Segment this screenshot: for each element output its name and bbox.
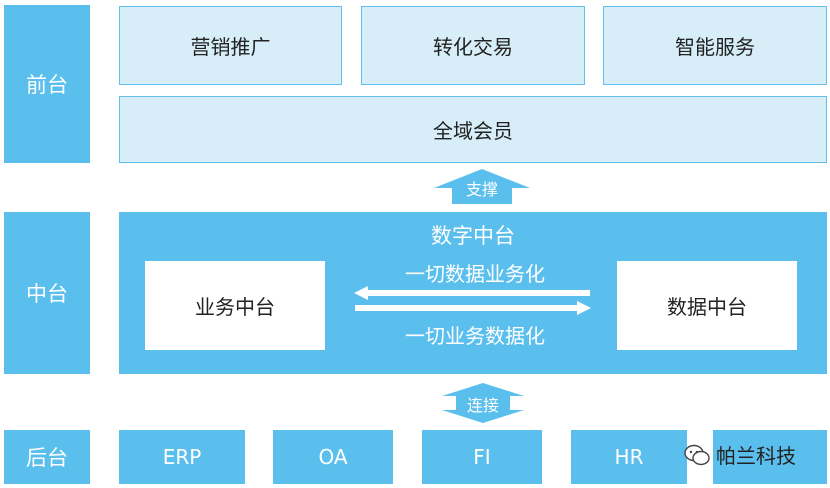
- back-system-extra: [713, 430, 827, 484]
- back-system-fi: FI: [422, 430, 542, 484]
- connect-arrow: [442, 383, 524, 423]
- front-module-marketing: 营销推广: [119, 6, 342, 85]
- layer-label-back: 后台: [4, 430, 90, 484]
- data-platform-box: 数据中台: [617, 261, 797, 350]
- wechat-icon: [684, 444, 710, 465]
- digital-platform-title: 数字中台: [431, 224, 515, 248]
- layer-label-front: 前台: [4, 5, 90, 163]
- back-system-erp: ERP: [119, 430, 245, 484]
- watermark-text: 帕兰科技: [716, 444, 796, 468]
- flow-top-label: 一切数据业务化: [405, 262, 545, 286]
- back-system-hr: HR: [571, 430, 687, 484]
- connect-label: 连接: [466, 396, 499, 415]
- flow-arrows: [354, 286, 591, 315]
- business-platform-box: 业务中台: [145, 261, 325, 350]
- front-module-transaction: 转化交易: [361, 6, 585, 85]
- arrow-right: [355, 301, 591, 315]
- front-member-bar: 全域会员: [119, 96, 827, 163]
- back-system-oa: OA: [273, 430, 393, 484]
- support-label: 支撑: [465, 180, 498, 199]
- support-arrow: [434, 169, 530, 204]
- layer-label-middle: 中台: [4, 212, 90, 374]
- flow-bottom-label: 一切业务数据化: [405, 324, 545, 348]
- arrow-left: [354, 286, 590, 300]
- front-module-service: 智能服务: [603, 6, 827, 85]
- watermark: 帕兰科技: [684, 440, 796, 469]
